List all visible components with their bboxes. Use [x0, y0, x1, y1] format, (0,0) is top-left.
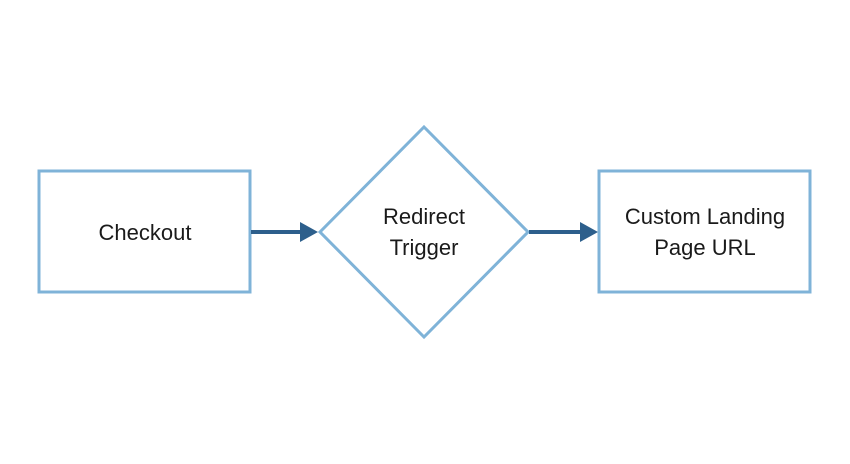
- node-custom-landing-page-url-label-line-1: Custom Landing: [625, 204, 785, 229]
- node-checkout: Checkout: [37, 169, 252, 294]
- node-redirect-trigger-label-line-2: Trigger: [390, 235, 459, 260]
- node-redirect-trigger: Redirect Trigger: [317, 124, 531, 340]
- arrowhead-icon: [580, 222, 598, 242]
- arrowhead-icon: [300, 222, 318, 242]
- node-checkout-label: Checkout: [99, 220, 192, 245]
- node-custom-landing-page-url-label-line-2: Page URL: [654, 235, 756, 260]
- node-custom-landing-page-url-box: [597, 169, 812, 294]
- node-custom-landing-page-url: Custom Landing Page URL: [597, 169, 812, 294]
- node-redirect-trigger-label-line-1: Redirect: [383, 204, 465, 229]
- node-redirect-trigger-diamond: [317, 124, 531, 340]
- node-checkout-box: [37, 169, 252, 294]
- edge-checkout-to-redirect-trigger: [251, 222, 318, 242]
- edge-redirect-trigger-to-landing-page: [529, 222, 598, 242]
